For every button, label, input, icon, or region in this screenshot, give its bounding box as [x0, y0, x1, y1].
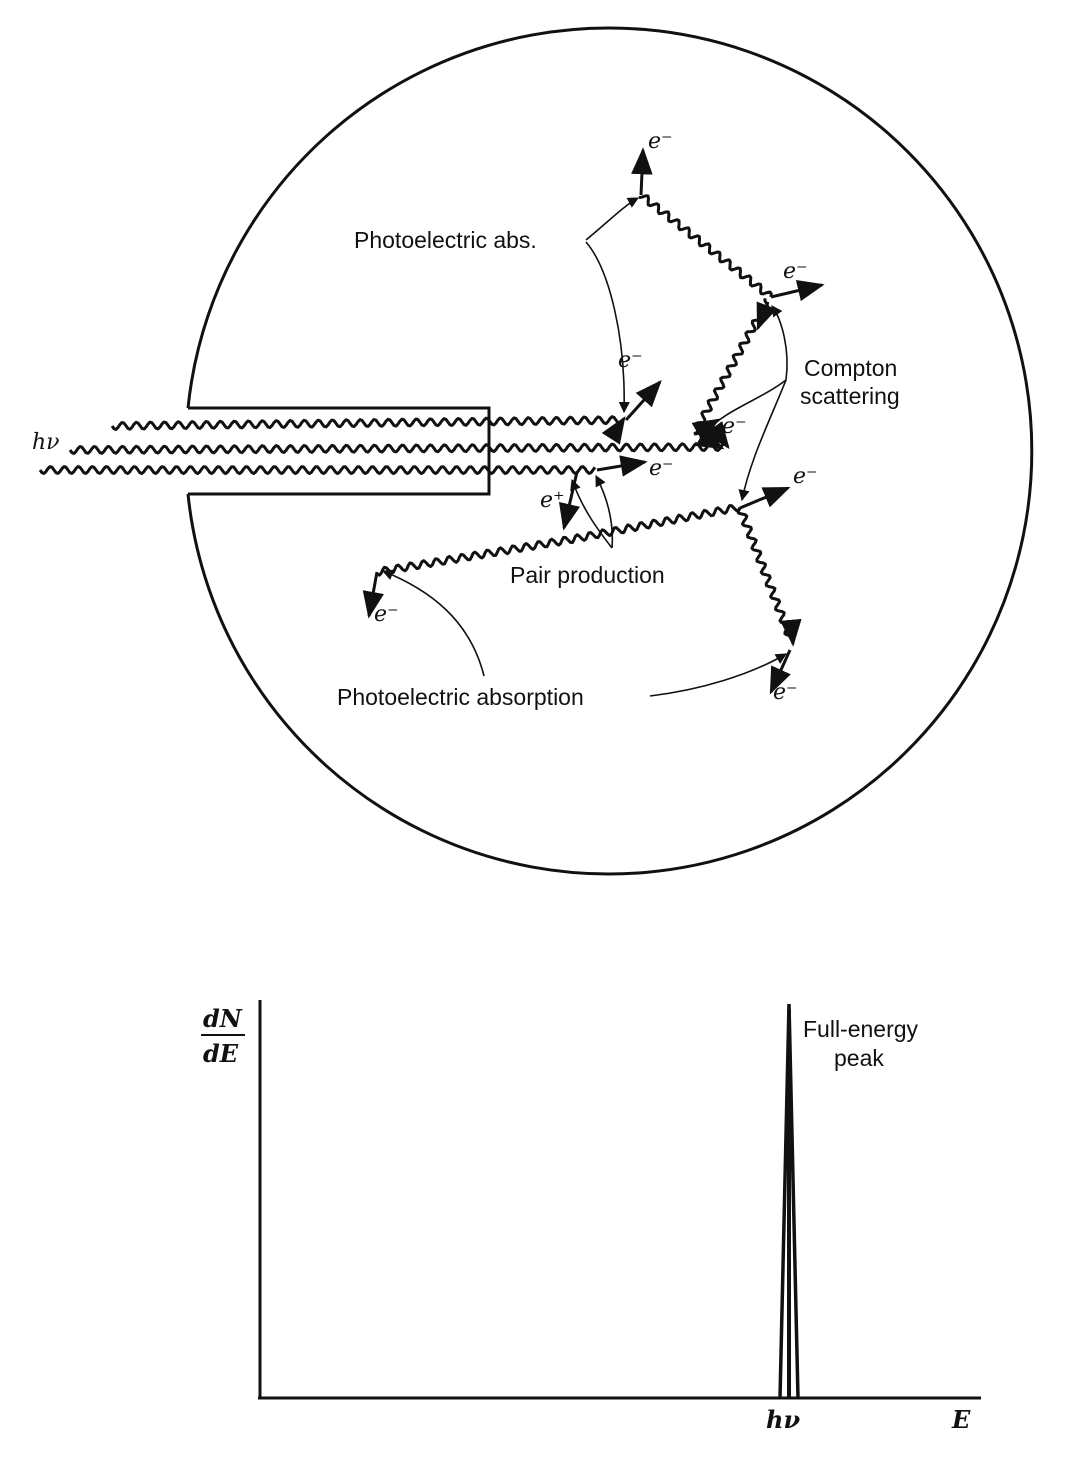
peak-energy-tick-label: hν [766, 1405, 800, 1434]
electron-label-top: e⁻ [648, 129, 673, 154]
y-axis-label-denominator: dE [203, 1039, 239, 1068]
electron-label-left: e⁻ [374, 602, 399, 627]
electron-label-bottom: e⁻ [773, 680, 798, 705]
gamma-beam-middle [68, 421, 730, 455]
photoelectric-absorption-label: Photoelectric absorption [337, 684, 584, 710]
gamma-ray-paths [38, 194, 795, 640]
scattered-photon-lower-b [376, 535, 570, 577]
compton-scattered-photon-1 [693, 298, 770, 436]
electron-label-lower-right: e⁻ [793, 464, 818, 489]
electron-label-compton-center: e⁻ [722, 414, 747, 439]
incident-photon-label: hν [32, 430, 60, 455]
electron-label-middle: e⁻ [618, 348, 643, 373]
compton-scattered-photon-2 [638, 194, 773, 298]
electron-label-upper-right: e⁻ [783, 259, 808, 284]
x-axis-label: E [951, 1405, 971, 1434]
photoelectric-abs-label: Photoelectric abs. [354, 227, 537, 253]
peak-label-line2: peak [834, 1045, 884, 1071]
positron-label: e⁺ [540, 488, 565, 513]
compton-label-line1: Compton [804, 355, 897, 381]
gamma-beam-lower [38, 465, 597, 475]
compton-label-line2: scattering [800, 383, 900, 409]
gamma-beam-upper [110, 415, 626, 445]
detector-crystal [186, 26, 1034, 876]
pair-production-label: Pair production [510, 562, 665, 588]
energy-spectrum: dN dE hν E Full-energy peak [201, 1000, 981, 1434]
scattered-photon-lower-c [736, 507, 795, 640]
scattered-photon-lower-a [566, 504, 742, 544]
electron-label-pair: e⁻ [649, 456, 674, 481]
y-axis-label-numerator: dN [203, 1004, 243, 1033]
full-energy-peak [778, 1003, 800, 1399]
peak-label-line1: Full-energy [803, 1016, 919, 1042]
annotation-leaders [381, 197, 788, 697]
